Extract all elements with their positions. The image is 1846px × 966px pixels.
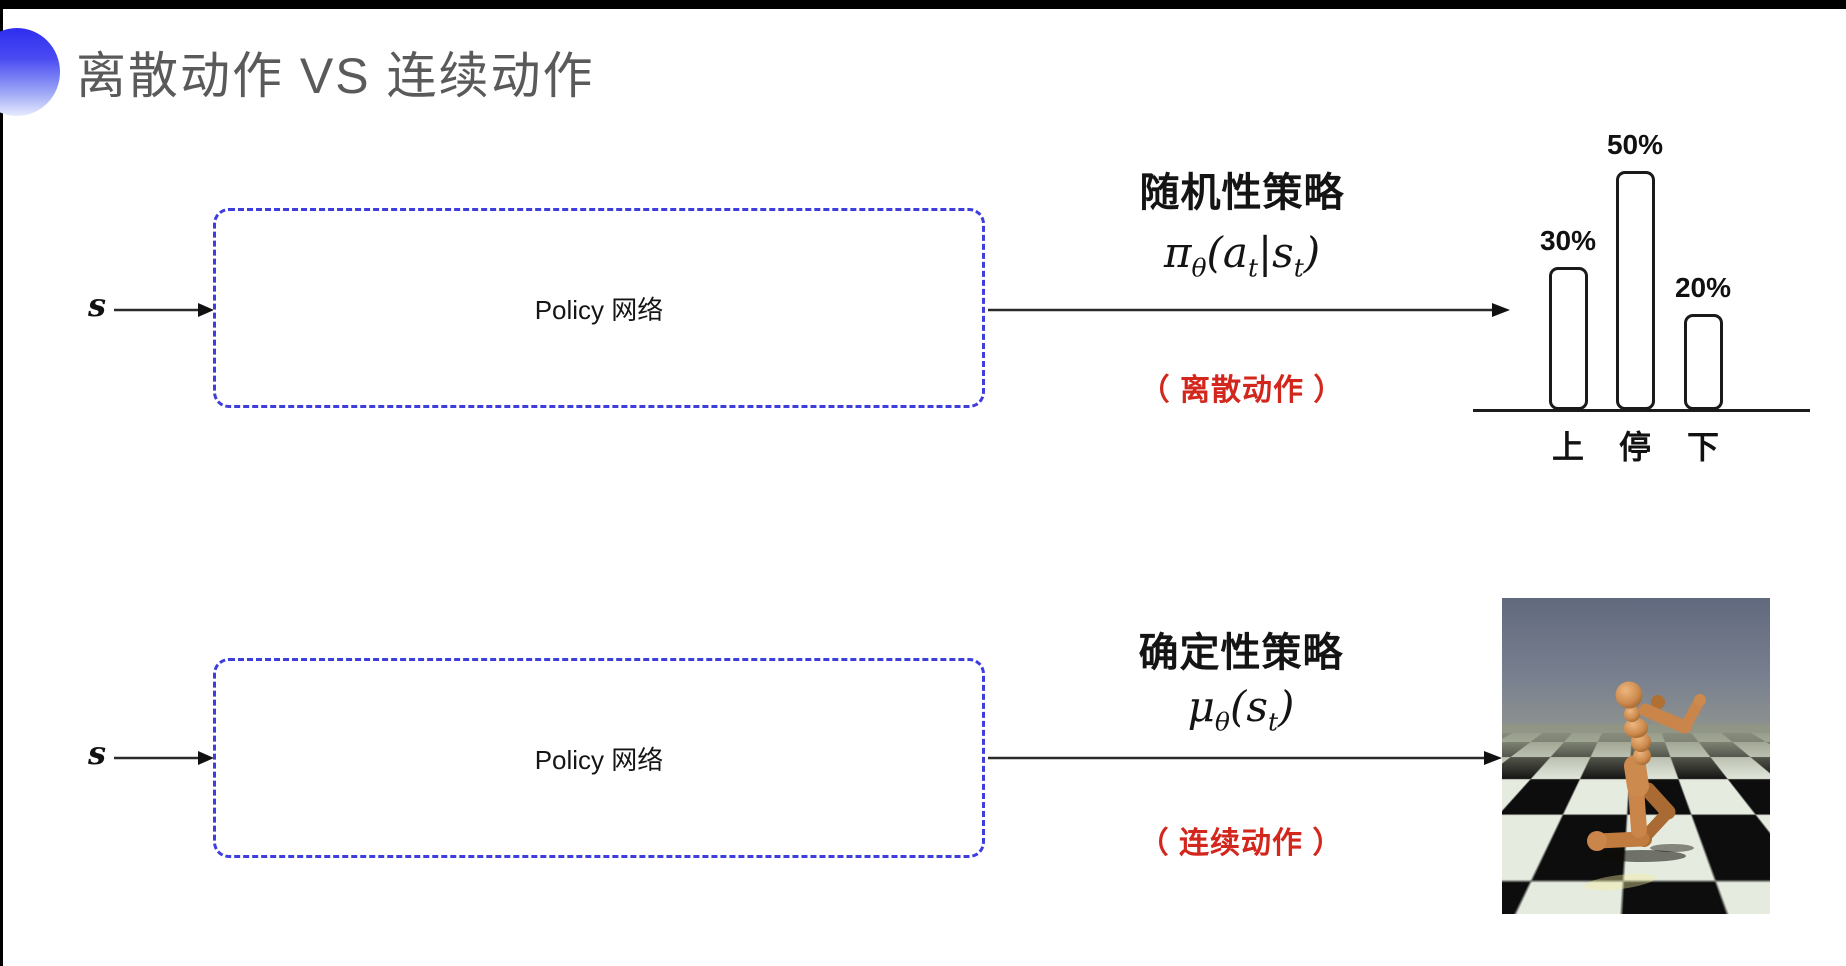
chart-category-label: 停 — [1618, 429, 1651, 465]
page-title: 离散动作 VS 连续动作 — [76, 48, 595, 104]
chart-bar — [1615, 171, 1655, 410]
frame-left-edge — [0, 0, 3, 966]
chart-bar — [1548, 267, 1588, 410]
policy-box-label-top: Policy 网络 — [534, 294, 664, 325]
chart-value-label: 20% — [1674, 272, 1732, 303]
chart-value-label: 30% — [1539, 225, 1597, 256]
chart-baseline — [1473, 409, 1810, 412]
state-input-label-top: s — [88, 286, 107, 324]
policy-formula-bottom: μθ(st) — [1187, 682, 1295, 737]
policy-type-label-bottom: 确定性策略 — [1138, 631, 1344, 675]
action-type-note-top: （ 离散动作 ） — [1139, 374, 1345, 407]
formula-symbol: μ — [1187, 682, 1215, 731]
humanoid-robot-figure — [1584, 681, 1706, 891]
policy-output-arrow-top — [988, 303, 1510, 317]
state-input-label-bottom: s — [88, 734, 107, 772]
action-type-note-bottom: （ 连续动作 ） — [1138, 827, 1344, 860]
action-probability-chart: 30% 上 50% 停 20% 下 — [1473, 110, 1833, 470]
policy-network-box-top: Policy 网络 — [213, 208, 985, 408]
policy-formula-top: πθ(at|st) — [1163, 228, 1321, 283]
frame-top-edge — [0, 0, 1846, 9]
title-bullet-icon — [0, 28, 60, 116]
input-arrow-bottom — [114, 751, 214, 765]
policy-type-label-top: 随机性策略 — [1139, 171, 1345, 215]
chart-value-label: 50% — [1606, 129, 1664, 160]
chart-category-label: 下 — [1686, 429, 1719, 465]
input-arrow-top — [114, 303, 214, 317]
policy-output-arrow-bottom — [988, 751, 1502, 765]
chart-category-label: 上 — [1551, 429, 1584, 465]
chart-bar — [1683, 314, 1723, 410]
policy-network-box-bottom: Policy 网络 — [213, 658, 985, 858]
humanoid-simulation-image — [1502, 598, 1770, 914]
policy-box-label-bottom: Policy 网络 — [534, 744, 664, 775]
formula-symbol: π — [1163, 228, 1192, 277]
